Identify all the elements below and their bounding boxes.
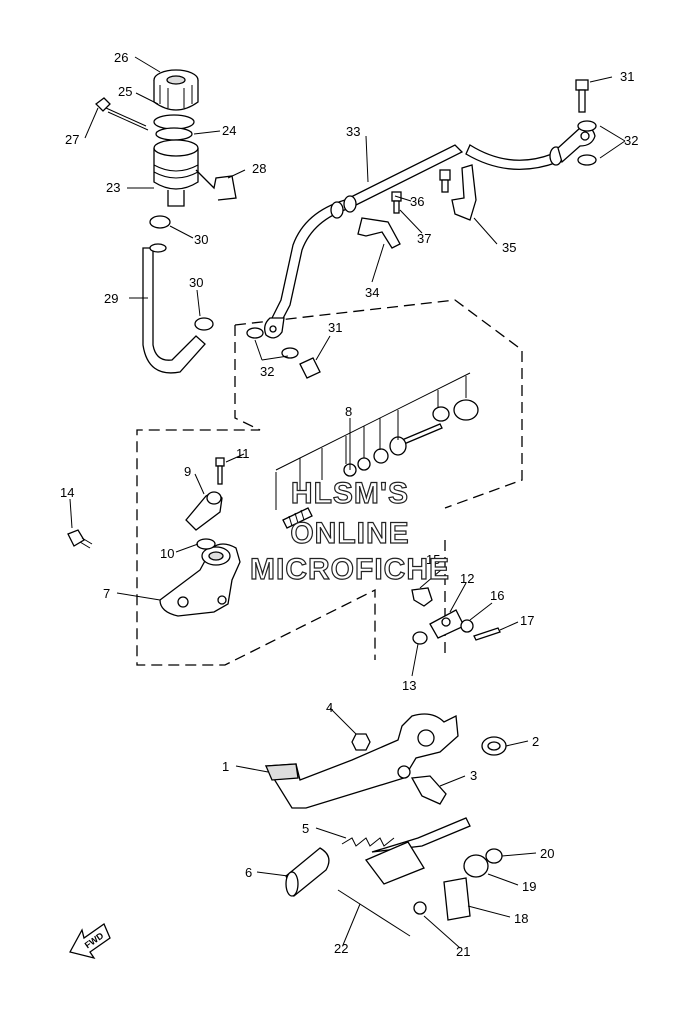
leader-lines — [69, 56, 626, 949]
callout-19: 19 — [522, 879, 536, 894]
watermark-line-3: MICROFICHE — [250, 553, 450, 586]
callout-4: 4 — [326, 700, 333, 715]
callout-32-lower: 32 — [260, 364, 274, 379]
callout-28: 28 — [252, 161, 266, 176]
callout-25: 25 — [118, 84, 132, 99]
callout-23: 23 — [106, 180, 120, 195]
watermark-line-1: HLSM'S — [291, 477, 409, 510]
callout-30-lower: 30 — [189, 275, 203, 290]
watermark-line-2: ONLINE — [290, 517, 409, 550]
callout-31-lower: 31 — [328, 320, 342, 335]
callout-17: 17 — [520, 613, 534, 628]
assembly-outline-left — [136, 325, 376, 666]
callout-30-upper: 30 — [194, 232, 208, 247]
brake-pedal-assembly — [264, 713, 507, 937]
callout-14: 14 — [60, 485, 74, 500]
callout-10: 10 — [160, 546, 174, 561]
master-cylinder-kit — [275, 372, 479, 529]
callout-9: 9 — [184, 464, 191, 479]
clevis-assembly — [411, 587, 501, 645]
callout-3: 3 — [470, 768, 477, 783]
callout-6: 6 — [245, 865, 252, 880]
callout-13: 13 — [402, 678, 416, 693]
forward-arrow-icon: FWD — [69, 923, 111, 960]
callout-2: 2 — [532, 734, 539, 749]
callout-36: 36 — [410, 194, 424, 209]
callout-21: 21 — [456, 944, 470, 959]
callout-12: 12 — [460, 571, 474, 586]
callout-37: 37 — [417, 231, 431, 246]
callout-31-upper: 31 — [620, 69, 634, 84]
callout-34: 34 — [365, 285, 379, 300]
callout-32-upper: 32 — [624, 133, 638, 148]
callout-8: 8 — [345, 404, 352, 419]
callout-22: 22 — [334, 941, 348, 956]
callout-33: 33 — [346, 124, 360, 139]
callout-7: 7 — [103, 586, 110, 601]
watermark: HLSM'S ONLINE MICROFICHE — [249, 476, 450, 586]
callout-24: 24 — [222, 123, 236, 138]
callout-26: 26 — [114, 50, 128, 65]
callout-16: 16 — [490, 588, 504, 603]
callout-15: 15 — [426, 552, 440, 567]
callout-27: 27 — [65, 132, 79, 147]
callout-11: 11 — [236, 446, 250, 461]
reservoir-assembly — [95, 69, 237, 374]
master-cylinder-body — [67, 457, 241, 617]
callout-1: 1 — [222, 759, 229, 774]
assembly-outline-upper — [234, 299, 523, 509]
callout-5: 5 — [302, 821, 309, 836]
callout-18: 18 — [514, 911, 528, 926]
callout-35: 35 — [502, 240, 516, 255]
brake-hose-assembly — [246, 79, 597, 379]
callout-labels: 26 25 24 27 28 23 30 30 29 31 32 33 36 3… — [60, 50, 638, 959]
callout-20: 20 — [540, 846, 554, 861]
callout-29: 29 — [104, 291, 118, 306]
